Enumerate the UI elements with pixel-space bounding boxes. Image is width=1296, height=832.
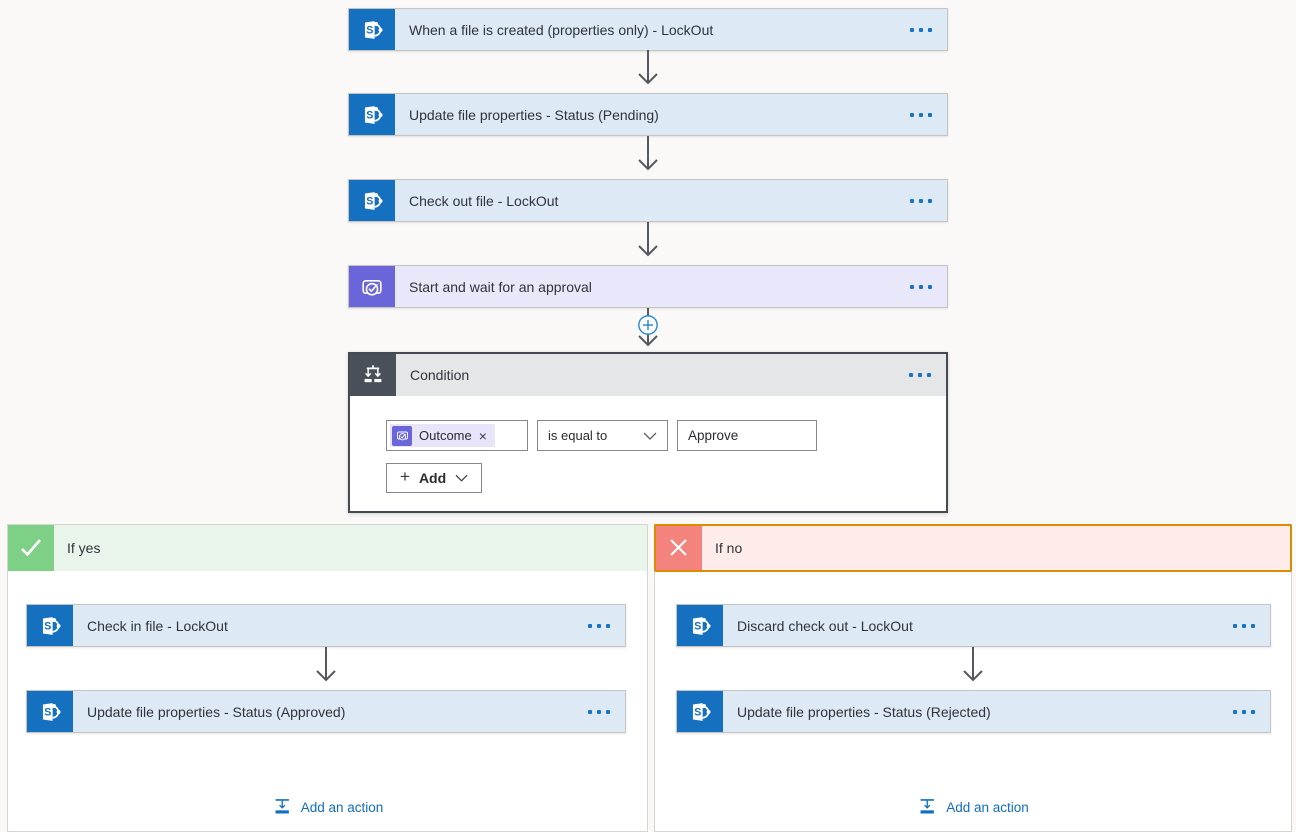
condition-value-input[interactable] [677, 420, 817, 451]
condition-operand-field[interactable]: Outcome × [386, 420, 528, 451]
token-label: Outcome [419, 428, 472, 443]
condition-title: Condition [410, 367, 470, 383]
more-options-button[interactable] [910, 198, 932, 203]
condition-body: Outcome × is equal to + Add [350, 396, 946, 493]
condition-card: Condition Outcome × is equal to [348, 352, 948, 513]
card-title: Update file properties - Status (Pending… [409, 106, 659, 123]
condition-add-button[interactable]: + Add [386, 463, 483, 493]
card-title: Discard check out - LockOut [737, 617, 913, 634]
sharepoint-icon [27, 605, 73, 646]
plus-icon: + [400, 467, 410, 486]
card-title: Start and wait for an approval [409, 278, 592, 295]
if-no-branch: If no Discard check out - LockOut Update… [654, 524, 1292, 832]
card-title: When a file is created (properties only)… [409, 21, 714, 38]
insert-step-plus-button[interactable] [637, 314, 659, 336]
chevron-down-icon [643, 432, 657, 440]
card-title: Check out file - LockOut [409, 192, 559, 209]
more-options-button[interactable] [910, 284, 932, 289]
more-options-button[interactable] [588, 709, 610, 714]
sharepoint-icon [677, 605, 723, 646]
add-an-action-button[interactable]: Add an action [272, 797, 383, 817]
add-action-icon [920, 799, 934, 814]
branch-label: If no [715, 540, 743, 556]
condition-icon [350, 354, 396, 396]
more-options-button[interactable] [910, 27, 932, 32]
action-card-discard-check-out[interactable]: Discard check out - LockOut [676, 604, 1271, 647]
if-no-header[interactable]: If no [654, 524, 1292, 572]
approvals-icon [349, 266, 395, 307]
add-action-icon [275, 799, 289, 814]
more-options-button[interactable] [588, 623, 610, 628]
add-an-action-button[interactable]: Add an action [917, 797, 1029, 817]
action-card-start-approval[interactable]: Start and wait for an approval [348, 265, 948, 308]
condition-operator-select[interactable]: is equal to [537, 420, 668, 451]
sharepoint-icon [349, 94, 395, 135]
action-card-check-in-file[interactable]: Check in file - LockOut [26, 604, 626, 647]
more-options-button[interactable] [910, 112, 932, 117]
connector-arrow [313, 647, 339, 689]
approvals-icon [392, 425, 412, 446]
chevron-down-icon [455, 474, 468, 482]
card-title: Update file properties - Status (Approve… [87, 703, 346, 720]
more-options-button[interactable] [1233, 709, 1255, 714]
action-card-when-file-created[interactable]: When a file is created (properties only)… [348, 8, 948, 51]
operator-value: is equal to [548, 428, 608, 443]
action-card-update-status-pending[interactable]: Update file properties - Status (Pending… [348, 93, 948, 136]
card-title: Check in file - LockOut [87, 617, 228, 634]
connector-arrow [635, 222, 661, 264]
branch-label: If yes [67, 540, 101, 556]
sharepoint-icon [27, 691, 73, 732]
checkmark-icon [8, 525, 54, 571]
condition-row: Outcome × is equal to [386, 420, 946, 451]
sharepoint-icon [677, 691, 723, 732]
connector-arrow [960, 647, 986, 689]
card-title: Update file properties - Status (Rejecte… [737, 703, 991, 720]
dynamic-content-token[interactable]: Outcome × [390, 424, 495, 447]
condition-header[interactable]: Condition [350, 354, 946, 396]
token-remove-icon[interactable]: × [478, 427, 487, 444]
more-options-button[interactable] [909, 373, 931, 377]
sharepoint-icon [349, 9, 395, 50]
if-yes-header[interactable]: If yes [8, 525, 647, 571]
action-card-check-out-file[interactable]: Check out file - LockOut [348, 179, 948, 222]
x-icon [656, 526, 702, 570]
more-options-button[interactable] [1233, 623, 1255, 628]
action-card-update-status-approved[interactable]: Update file properties - Status (Approve… [26, 690, 626, 733]
connector-arrow [635, 50, 661, 92]
connector-arrow [635, 136, 661, 178]
action-card-update-status-rejected[interactable]: Update file properties - Status (Rejecte… [676, 690, 1271, 733]
if-yes-branch: If yes Check in file - LockOut Update fi… [7, 524, 648, 832]
sharepoint-icon [349, 180, 395, 221]
